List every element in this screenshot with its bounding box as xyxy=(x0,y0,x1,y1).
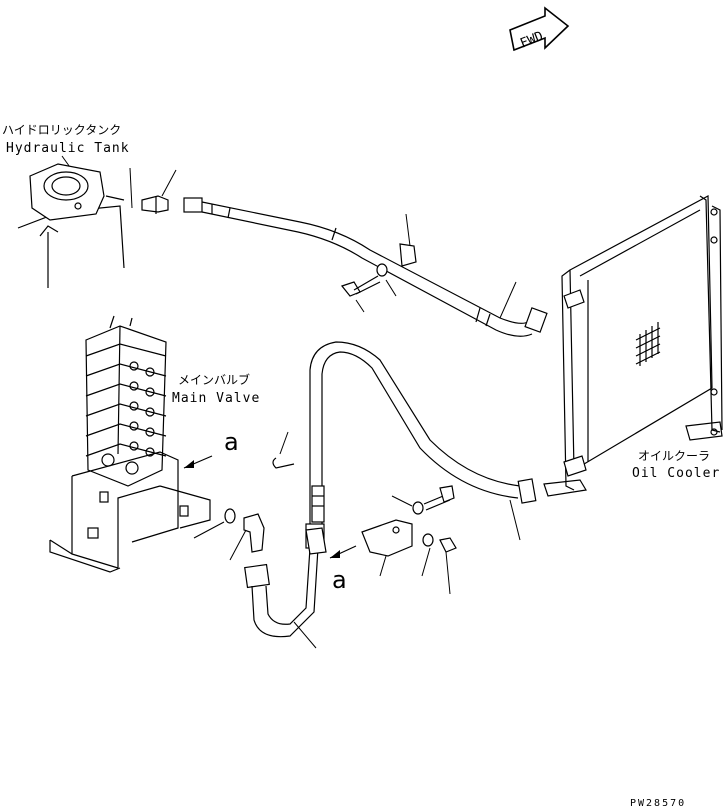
fwd-label: FWD xyxy=(518,29,546,52)
bracket-nut xyxy=(421,533,457,595)
hose-bracket xyxy=(361,519,413,577)
hydraulic-tank xyxy=(17,163,133,288)
main-valve-label-jp: メインバルブ xyxy=(178,372,250,387)
view-a-arrow-bottom: a xyxy=(329,545,357,594)
main-valve xyxy=(85,315,167,487)
hydraulic-tank-label-en: Hydraulic Tank xyxy=(6,141,130,156)
view-a-label-bottom: a xyxy=(332,566,347,594)
bracket-bolt xyxy=(391,485,455,515)
upper-hose xyxy=(183,197,548,337)
valve-elbow xyxy=(229,513,265,561)
fwd-arrow-icon: FWD xyxy=(509,6,570,52)
return-hose xyxy=(244,527,327,649)
clamp-bolt xyxy=(340,263,397,313)
oil-cooler-label-en: Oil Cooler xyxy=(632,466,720,481)
main-valve-label-en: Main Valve xyxy=(172,391,260,406)
upper-hose-clamp xyxy=(399,213,517,319)
cooler-core-grid xyxy=(635,322,661,366)
valve-mounting-bracket xyxy=(49,451,211,573)
valve-oring xyxy=(193,508,236,539)
oil-cooler-label-jp: オイルクーラ xyxy=(638,449,710,463)
lower-hose xyxy=(305,341,537,549)
view-a-arrow-top: a xyxy=(183,428,239,469)
figure-code: PW28570 xyxy=(630,798,686,809)
view-a-label-top: a xyxy=(224,428,239,456)
oil-cooler xyxy=(543,195,723,497)
tank-fitting xyxy=(141,169,177,214)
hydraulic-tank-label-jp: ハイドロリックタンク xyxy=(2,123,121,137)
hose-clip xyxy=(272,431,295,469)
